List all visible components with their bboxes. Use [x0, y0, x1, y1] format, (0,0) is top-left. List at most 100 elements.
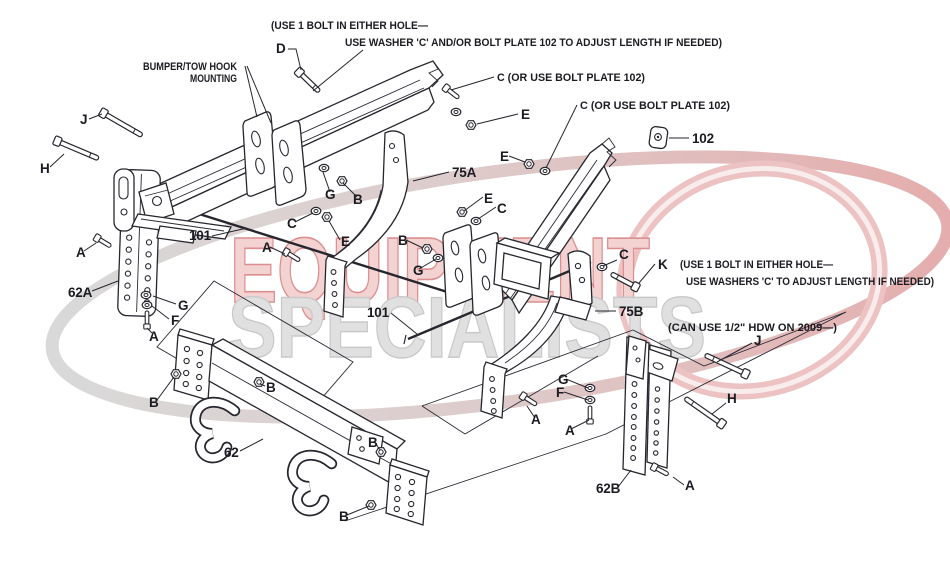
leader-line	[563, 391, 589, 401]
part-callout: C	[619, 247, 629, 262]
part-callout: B	[149, 395, 159, 410]
brace-75a	[332, 130, 409, 270]
leader-line	[477, 206, 497, 220]
nut-e	[321, 212, 333, 222]
part-callout: A	[149, 329, 159, 344]
part-callout: K	[658, 257, 668, 272]
leader-lines	[49, 48, 753, 516]
part-callout: C	[497, 201, 507, 216]
leader-line	[346, 505, 370, 516]
nut-e	[456, 207, 468, 217]
part-callout: E	[341, 234, 350, 249]
bolt-j	[97, 106, 145, 141]
part-callout: G	[413, 263, 423, 278]
part-callout: B	[266, 380, 276, 395]
part-callout: 62	[224, 445, 239, 460]
nut-b	[336, 176, 348, 186]
washer-g	[432, 253, 444, 263]
leader-line	[83, 242, 97, 252]
part-callout: D	[276, 41, 286, 56]
nut-e	[523, 159, 535, 169]
nut-b	[421, 244, 433, 254]
leader-line	[269, 246, 286, 255]
leader-line	[373, 440, 381, 451]
leader-line	[450, 76, 495, 91]
annotation-note: USE WASHERS 'C' TO ADJUST LENGTH IF NEED…	[686, 276, 934, 288]
part-callout: A	[76, 245, 86, 260]
part-callout: A	[565, 423, 575, 438]
leader-line	[312, 49, 364, 92]
mount-plate-75b-lower	[480, 361, 508, 419]
leader-line	[617, 469, 632, 488]
washer-c	[539, 166, 551, 176]
watermark-swoosh-ring-inner	[621, 165, 883, 395]
washer-g	[584, 383, 596, 393]
part-callout: H	[727, 391, 737, 406]
stud-a	[143, 310, 151, 330]
leader-line	[565, 378, 589, 389]
part-callout: G	[558, 372, 568, 387]
leader-line	[412, 171, 450, 182]
ghost-line	[421, 355, 599, 435]
leader-line	[405, 239, 424, 249]
brace-75b	[486, 250, 593, 380]
leader-line	[146, 327, 153, 334]
part-callout: A	[685, 478, 695, 493]
leader-line	[328, 220, 341, 241]
leader-line	[390, 312, 418, 335]
ghost-line	[344, 311, 847, 522]
part-callout: F	[556, 385, 564, 400]
annotation-note: (USE 1 BOLT IN EITHER HOLE—	[680, 259, 833, 271]
leader-line	[602, 259, 618, 267]
bolt-d	[293, 66, 323, 96]
part-callout: H	[40, 161, 50, 176]
annotation-note: USE WASHER 'C' AND/OR BOLT PLATE 102 TO …	[345, 37, 722, 49]
center-mount-assembly	[442, 224, 561, 316]
leader-line	[418, 258, 437, 270]
part-callout: C	[287, 216, 297, 231]
callout-labels: (USE 1 BOLT IN EITHER HOLE— USE WASHER 'C…	[40, 20, 934, 524]
leader-line	[259, 383, 266, 387]
leader-line	[152, 295, 177, 305]
washer-c	[450, 107, 462, 117]
leader-line	[239, 438, 264, 452]
bracket-62b	[622, 335, 679, 476]
part-callout: B	[398, 233, 408, 248]
leader-line	[294, 212, 314, 223]
annotation-note: MOUNTING	[190, 73, 237, 85]
washer-g	[140, 290, 152, 300]
leader-line	[88, 113, 103, 120]
leader-line	[211, 227, 248, 237]
clevis-hook	[289, 453, 333, 512]
bracket-62b-top-lug	[625, 335, 647, 380]
bolt-h	[681, 393, 728, 431]
leader-line	[508, 155, 526, 163]
part-callout: 62B	[596, 481, 621, 496]
leader-line	[463, 196, 484, 212]
annotation-note: (CAN USE 1/2" HDW ON 2009—)	[668, 322, 837, 334]
part-callout: E	[500, 149, 509, 164]
leader-line	[638, 263, 656, 284]
nut-e	[465, 120, 477, 130]
leader-line	[156, 376, 175, 401]
annotation-note: (USE 1 BOLT IN EITHER HOLE—	[271, 20, 428, 32]
leader-line	[91, 280, 119, 292]
leader-line	[570, 419, 590, 430]
part-callout: B	[368, 435, 378, 450]
leader-line	[526, 405, 536, 419]
leader-line	[244, 65, 258, 118]
part-callout: E	[521, 107, 530, 122]
push-beam-left-end-plate	[173, 334, 213, 401]
part-callout: 75B	[619, 304, 644, 319]
part-callout: J	[754, 333, 761, 348]
part-callout: F	[171, 313, 179, 328]
part-callout: A	[262, 240, 272, 255]
mount-plate-75a-lower	[323, 255, 348, 318]
leader-line	[711, 402, 727, 415]
part-callout: G	[325, 187, 335, 202]
bolt-plate-102	[648, 125, 669, 150]
part-callout: 102	[692, 131, 714, 146]
part-callout: 75A	[452, 165, 477, 180]
washer-g	[318, 163, 330, 173]
